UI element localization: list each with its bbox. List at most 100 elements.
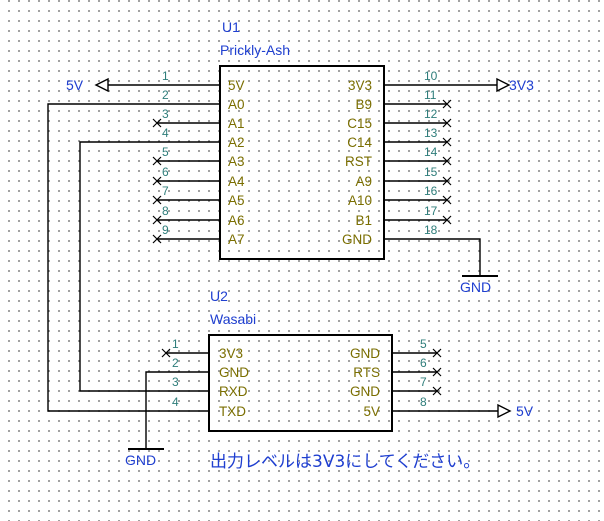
- pin-number: 13: [424, 126, 438, 140]
- pin-number: 7: [162, 184, 169, 198]
- design-note: 出力レベルは3V3にしてください。: [210, 452, 480, 472]
- pin-name: 5V: [228, 78, 245, 93]
- no-connect-marker: [442, 215, 452, 225]
- u2-pin-3: 3 RXD: [166, 375, 248, 399]
- u2-pin-1: 1 3V3: [161, 337, 243, 361]
- pin-number: 4: [162, 126, 169, 140]
- u2-pin-4: 4 TXD: [166, 395, 246, 419]
- pin-number: 1: [162, 69, 169, 83]
- no-connect-marker: [432, 386, 442, 396]
- pin-name: B9: [355, 97, 372, 112]
- pin-number: 11: [424, 88, 437, 102]
- pin-name: A6: [228, 213, 245, 228]
- no-connect-marker: [152, 156, 162, 166]
- u2-body: [208, 334, 393, 432]
- pin-number: 2: [162, 88, 169, 102]
- pin-number: 5: [162, 145, 169, 159]
- no-connect-marker: [152, 234, 162, 244]
- net-label: GND: [125, 452, 156, 468]
- pin-number: 2: [172, 356, 179, 370]
- u1-gnd-port: GND: [447, 238, 498, 295]
- u1-pin-12: 12 C15: [347, 107, 452, 131]
- u1-pin-13: 13 C14: [347, 126, 452, 150]
- pin-name: C15: [347, 116, 372, 131]
- pin-name: RTS: [353, 365, 380, 380]
- u2-pin-5: 5 GND: [350, 337, 442, 361]
- wire-u1-a2-to-u2-rxd: [79, 141, 166, 392]
- wire-u1-a0-to-u2-txd: [47, 103, 166, 412]
- pin-name: A7: [228, 232, 245, 247]
- power-arrow-icon: [496, 77, 511, 93]
- no-connect-marker: [442, 176, 452, 186]
- u1-pin-17: 17 B1: [355, 204, 452, 228]
- no-connect-marker: [442, 195, 452, 205]
- pin-name: B1: [355, 213, 372, 228]
- pin-number: 3: [162, 107, 169, 121]
- no-connect-marker: [432, 348, 442, 358]
- pin-number: 9: [162, 223, 169, 237]
- u1-reference: U1: [222, 19, 240, 35]
- no-connect-marker: [432, 367, 442, 377]
- u2-gnd-port: GND: [125, 371, 166, 468]
- power-arrow-icon: [94, 77, 109, 93]
- pin-name: GND: [342, 232, 372, 247]
- pin-name: 3V3: [219, 346, 243, 361]
- net-label: 3V3: [509, 77, 534, 93]
- pin-name: A5: [228, 193, 245, 208]
- net-label: GND: [460, 279, 491, 295]
- u1-pin-5: 5 A3: [152, 145, 245, 169]
- u2-5v-power-port: 5V: [437, 403, 534, 419]
- pin-name: 3V3: [348, 78, 372, 93]
- u1-5v-power-port: 5V: [66, 77, 157, 93]
- pin-number: 6: [420, 356, 427, 370]
- u1-part-name: Prickly-Ash: [220, 42, 290, 58]
- no-connect-marker: [152, 215, 162, 225]
- u1-pin-7: 7 A5: [152, 184, 245, 208]
- no-connect-marker: [442, 99, 452, 109]
- u2-pin-8: 8 5V: [363, 395, 437, 419]
- u1-pin-8: 8 A6: [152, 204, 245, 228]
- pin-name: RST: [345, 154, 372, 169]
- pin-name: RXD: [219, 384, 248, 399]
- pin-number: 6: [162, 165, 169, 179]
- u1-pin-3: 3 A1: [152, 107, 245, 131]
- pin-number: 1: [172, 337, 179, 351]
- pin-name: A10: [348, 193, 372, 208]
- pin-name: A1: [228, 116, 245, 131]
- u2-part-name: Wasabi: [210, 311, 256, 327]
- pin-number: 8: [420, 395, 427, 409]
- u1-pin-1: 1 5V: [157, 69, 245, 93]
- u1-pin-18: 18 GND: [342, 223, 447, 247]
- pin-number: 14: [424, 145, 438, 159]
- no-connect-marker: [152, 176, 162, 186]
- pin-name: A9: [355, 174, 372, 189]
- no-connect-marker: [442, 156, 452, 166]
- u1-pin-11: 11 B9: [355, 88, 452, 112]
- u1-pin-9: 9 A7: [152, 223, 245, 247]
- no-connect-marker: [161, 348, 171, 358]
- pin-number: 17: [424, 204, 438, 218]
- u2-pin-7: 7 GND: [350, 375, 442, 399]
- no-connect-marker: [152, 118, 162, 128]
- pin-name: GND: [350, 346, 380, 361]
- u1-pin-14: 14 RST: [345, 145, 452, 169]
- u1-3v3-power-port: 3V3: [447, 77, 534, 93]
- pin-number: 3: [172, 375, 179, 389]
- u1-pin-4: 4 A2: [157, 126, 245, 150]
- pin-name: A3: [228, 154, 245, 169]
- u1-pin-15: 15 A9: [355, 165, 452, 189]
- u2-reference: U2: [210, 288, 228, 304]
- pin-name: A2: [228, 135, 245, 150]
- u1-body: [219, 65, 385, 260]
- power-arrow-icon: [497, 403, 512, 419]
- no-connect-marker: [442, 118, 452, 128]
- pin-name: C14: [347, 135, 372, 150]
- pin-name: A4: [228, 174, 245, 189]
- pin-number: 16: [424, 184, 438, 198]
- u2-pin-2: 2 GND: [166, 356, 249, 380]
- pin-number: 5: [420, 337, 427, 351]
- net-label: 5V: [516, 403, 534, 419]
- pin-number: 15: [424, 165, 438, 179]
- no-connect-marker: [442, 137, 452, 147]
